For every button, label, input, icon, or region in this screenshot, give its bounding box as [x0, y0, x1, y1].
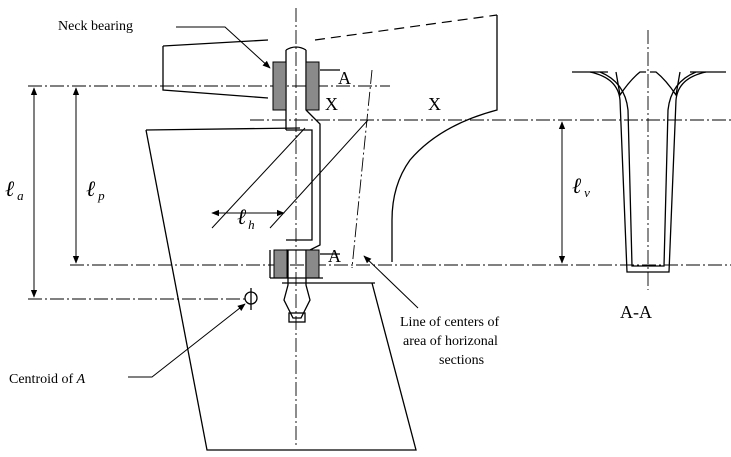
- hull-skeg-outline: [162, 14, 498, 262]
- neck-bearing-label: Neck bearing: [58, 19, 133, 34]
- dimension-arrows: [30, 87, 566, 298]
- centroid-symbol: [244, 288, 258, 310]
- section-mark-top: A: [338, 68, 351, 88]
- line-of-centers: [351, 69, 373, 269]
- section-cut-marks: [320, 69, 340, 255]
- center-lines: [28, 8, 731, 448]
- neck-bearing-bushing: [272, 61, 320, 111]
- section-aa-view: [572, 71, 726, 273]
- pintle-bearing-bushing: [269, 249, 323, 279]
- line-of-centers-label-3: sections: [439, 353, 484, 368]
- line-of-centers-label-1: Line of centers of: [400, 315, 499, 330]
- centroid-label: Centroid of A: [9, 372, 86, 387]
- leader-lines: [128, 26, 419, 378]
- section-aa-label: A-A: [620, 302, 652, 322]
- rudder-blade-outline: [145, 127, 417, 451]
- line-of-centers-label-2: area of horizonal: [403, 334, 498, 349]
- lh-construction-lines: [211, 119, 369, 229]
- section-mark-bottom: A: [328, 246, 341, 266]
- x-mark-left: X: [325, 94, 338, 114]
- x-mark-right: X: [428, 94, 441, 114]
